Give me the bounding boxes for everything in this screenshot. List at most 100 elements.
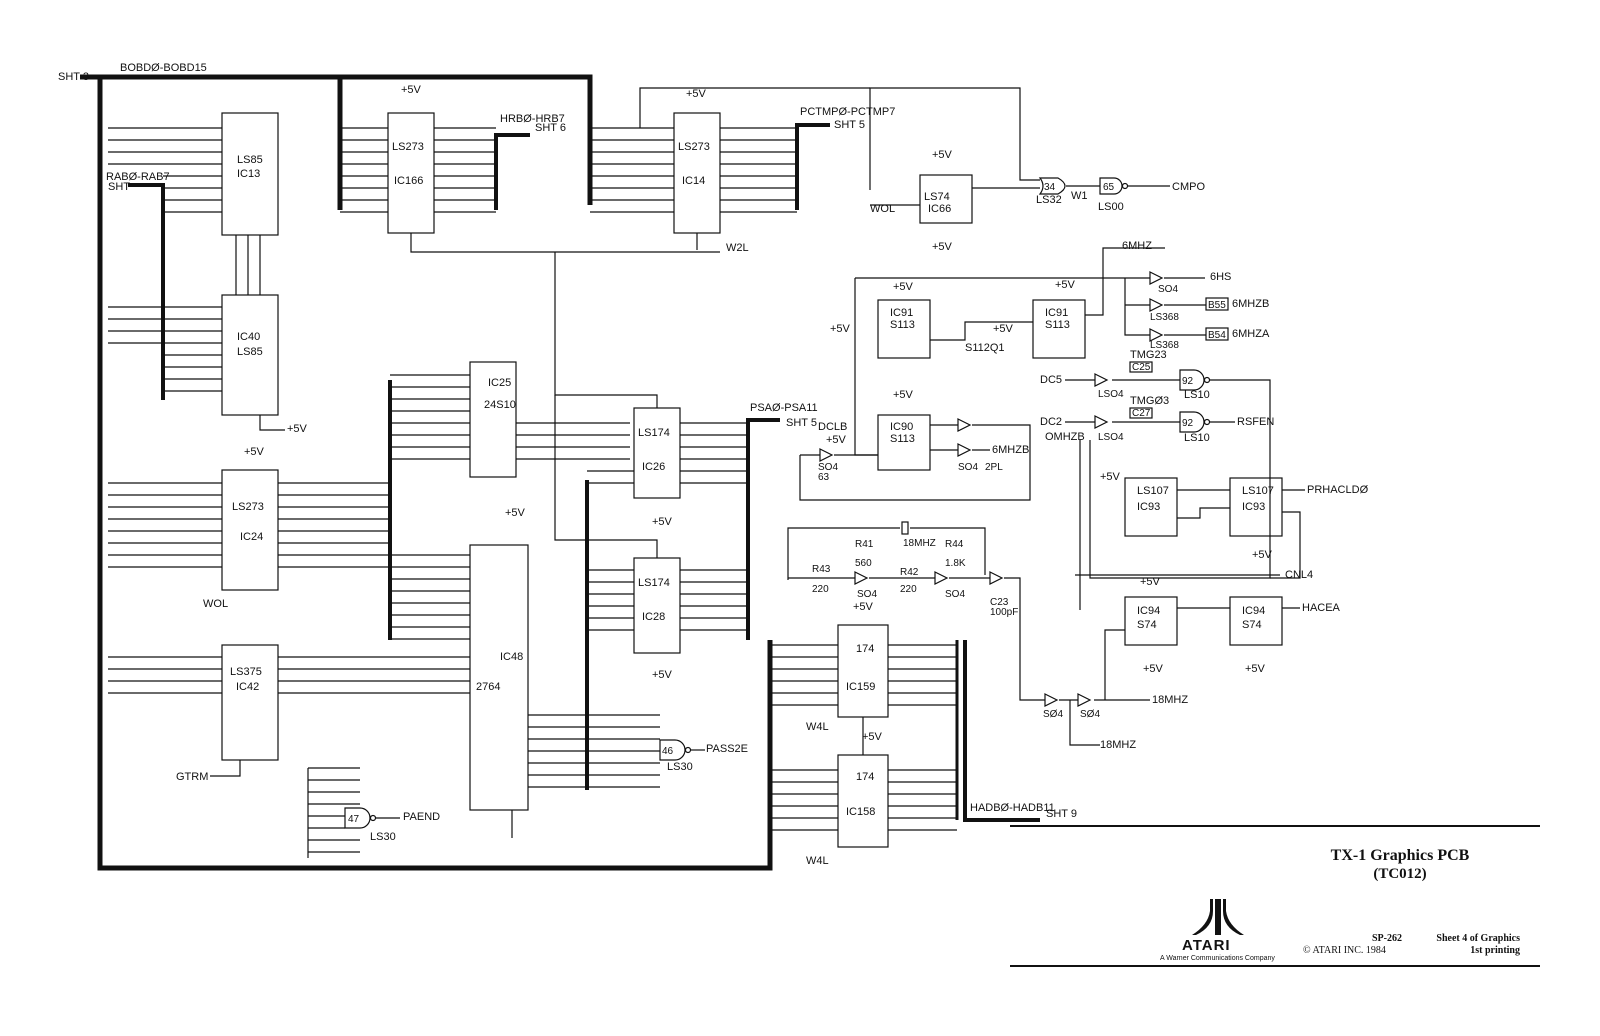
gtrm-label: GTRM (176, 771, 208, 783)
sheet-info: Sheet 4 of Graphics 1st printing (1410, 933, 1520, 957)
ic94a: IC94 S74 +5V +5V (1124, 576, 1230, 675)
cmpo-label: CMPO (1172, 181, 1205, 193)
ic158-type: 174 (856, 771, 874, 783)
pass2e-label: PASS2E (706, 743, 748, 755)
gate-92a-type: LS10 (1184, 389, 1210, 401)
bus-label-hrb: HRBØ-HRB7 (500, 113, 565, 125)
oscillator-18mhz: 18MHZ R43 220 R41 560 R42 220 R44 1.8K C… (787, 521, 1045, 701)
doc-number: SP-262 (1372, 933, 1402, 944)
ic94b-ref: IC94 (1242, 605, 1265, 617)
ic93a-ref: IC93 (1137, 501, 1160, 513)
ic91b: IC91 S113 +5V +5V (993, 278, 1104, 359)
bus-label-sht6: SHT 6 (535, 122, 566, 134)
copyright: © ATARI INC. 1984 (1303, 945, 1386, 956)
ic159: 174 IC159 +5V W4L (770, 601, 957, 733)
ic48-ref: IC48 (500, 651, 523, 663)
18mhz-label: 18MHZ (1152, 694, 1188, 706)
6mhzb-label: 6MHZB (1232, 298, 1269, 310)
sheet-number: Sheet 4 of Graphics (1436, 933, 1520, 944)
ic93a-type: LS107 (1137, 485, 1169, 497)
ic91a-vcc: +5V (893, 281, 914, 293)
ic93b-vcc: +5V (1252, 549, 1273, 561)
ic26-ref: IC26 (642, 461, 665, 473)
ic66-type: LS74 (924, 191, 950, 203)
bus-label-hadb: HADBØ-HADB11 (970, 802, 1055, 814)
bus-label-rab: RABØ-RAB7 (106, 171, 170, 183)
bus-label-rab-sht: SHT (108, 181, 130, 193)
ic91b-type: S113 (1045, 319, 1070, 331)
bus-mid (388, 380, 959, 820)
bus-rab: RABØ-RAB7 SHT (106, 171, 170, 400)
xtal-label: 18MHZ (903, 538, 936, 549)
ic25: IC25 24S10 (390, 361, 630, 478)
bus-hrb: HRBØ-HRB7 SHT 6 (494, 113, 566, 210)
r44-ref: R44 (945, 539, 964, 550)
s04-e: SO4 (945, 589, 965, 600)
bus-psa: PSAØ-PSA11 SHT 5 (746, 402, 818, 640)
gate-47: 47 LS30 PAEND (307, 767, 440, 858)
ic42-ref: IC42 (236, 681, 259, 693)
ic24-vcc: +5V (244, 446, 265, 458)
w1-label: W1 (1071, 190, 1088, 202)
r41-value: 560 (855, 558, 872, 569)
ic159-ref: IC159 (846, 681, 875, 693)
ic93b-ref: IC93 (1242, 501, 1265, 513)
ic93b: LS107 IC93 +5V PRHACLDØ (1229, 477, 1369, 579)
c27-label: C27 (1132, 408, 1151, 419)
ic42: LS375 IC42 GTRM (108, 644, 470, 783)
c25-label: C25 (1132, 362, 1151, 373)
ic94a-type: S74 (1137, 619, 1157, 631)
18mhz-b-label: 18MHZ (1100, 739, 1136, 751)
ic66: LS74 IC66 +5V +5V WOL (869, 87, 1040, 253)
dc5-label: DC5 (1040, 374, 1062, 386)
wol-label-top: WOL (870, 203, 895, 215)
ic14-type: LS273 (678, 141, 710, 153)
hacea-label: HACEA (1302, 602, 1341, 614)
gate-46-type: LS30 (667, 761, 693, 773)
omhzb-label: OMHZB (1045, 431, 1085, 443)
title-rule-bottom (1010, 965, 1540, 967)
ic66-ref: IC66 (928, 203, 951, 215)
b55-label: B55 (1208, 300, 1226, 311)
6mhzb2-label: 6MHZB (992, 444, 1029, 456)
ic14: LS273 IC14 +5V W2L (590, 88, 797, 254)
ic24: LS273 IC24 +5V WOL (108, 446, 390, 610)
ic40-vcc: +5V (287, 423, 308, 435)
ic28-ref: IC28 (642, 611, 665, 623)
ic40-type: LS85 (237, 346, 263, 358)
wol-label: WOL (203, 598, 228, 610)
bus-label-sht5b: SHT 5 (786, 417, 817, 429)
ic159-vcc: +5V (853, 601, 874, 613)
gate-65: 65 LS00 CMPO (1098, 177, 1205, 213)
ic26-type: LS174 (638, 427, 670, 439)
ic24-type: LS273 (232, 501, 264, 513)
ls10-block: DC5 LSO4 TMG23 C25 92 LS10 DC2 LSO4 TMGØ… (1040, 349, 1274, 579)
ic93a: LS107 IC93 +5V (1100, 471, 1230, 537)
ic91b-vcc: +5V (1055, 279, 1076, 291)
ic26: LS174 IC26 +5V (554, 252, 748, 528)
atari-tagline: A Warner Communications Company (1160, 955, 1275, 962)
gate-65-ref: 65 (1103, 182, 1115, 193)
title-rule-top (1010, 825, 1540, 827)
bus-label-pctmp: PCTMPØ-PCTMP7 (800, 106, 895, 118)
gate-92b-ref: 92 (1182, 418, 1194, 429)
ic90-vcc2: +5V (826, 434, 847, 446)
s04-a: SO4 (1158, 284, 1178, 295)
tmg03-label: TMGØ3 (1130, 395, 1169, 407)
gate-47-type: LS30 (370, 831, 396, 843)
drawing-title: TX-1 Graphics PCB (1330, 847, 1470, 864)
ic158-ref: IC158 (846, 806, 875, 818)
ic91a-ref: IC91 (890, 307, 913, 319)
cnl4-net: CNL4 (1075, 440, 1313, 610)
s04-2pl: 2PL (985, 462, 1003, 473)
atari-logo: ATARI A Warner Communications Company (1160, 897, 1310, 967)
r43-ref: R43 (812, 564, 831, 575)
ic28-vcc: +5V (652, 669, 673, 681)
ls04-a: LSO4 (1098, 389, 1124, 400)
atari-fuji-icon (1192, 899, 1244, 935)
gate-92b-type: LS10 (1184, 432, 1210, 444)
ic94b-vcc: +5V (1245, 663, 1266, 675)
s04-d: SO4 (857, 589, 877, 600)
ic91a-type: S113 (890, 319, 915, 331)
